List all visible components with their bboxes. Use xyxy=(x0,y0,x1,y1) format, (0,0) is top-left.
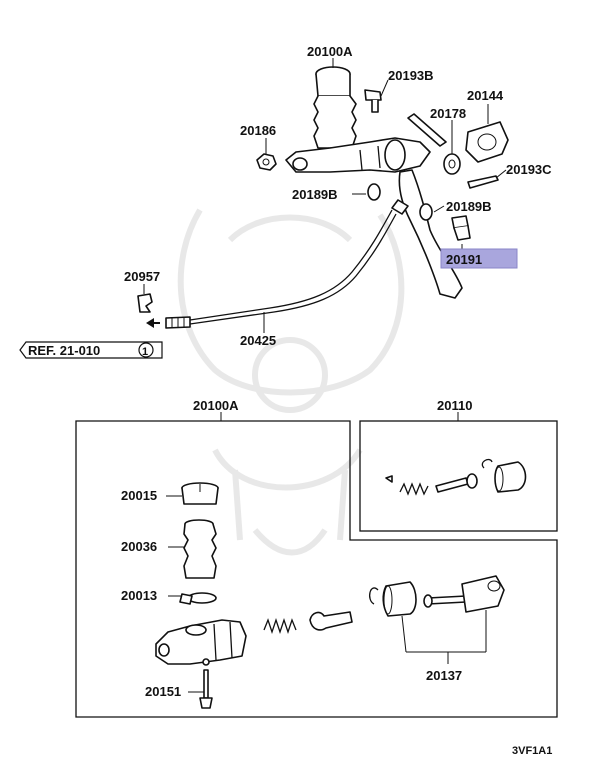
arrow-left-icon xyxy=(146,318,160,328)
highlight-20191[interactable] xyxy=(440,248,518,269)
washer-20189b-left xyxy=(367,183,381,201)
hose-20425 xyxy=(165,199,409,329)
watermark-logo xyxy=(177,208,405,556)
bushing-20178 xyxy=(443,153,461,175)
leader-lines-lower xyxy=(166,495,487,693)
clamp-20013 xyxy=(179,592,217,605)
label-20193b: 20193B xyxy=(388,68,434,83)
label-20100a-box: 20100A xyxy=(193,398,239,413)
pin-20193c xyxy=(467,175,499,189)
label-20100a-upper: 20100A xyxy=(307,44,353,59)
push-rod-assembly xyxy=(368,575,505,617)
gasket-20144 xyxy=(465,121,509,163)
boot-20036 xyxy=(183,519,217,579)
label-20151: 20151 xyxy=(145,684,181,699)
bolt-20191 xyxy=(451,215,471,241)
clip-20957 xyxy=(137,293,153,313)
repair-kit-parts xyxy=(385,458,527,496)
nut-20186 xyxy=(256,153,277,171)
label-20137: 20137 xyxy=(426,668,462,683)
bolt-20193b xyxy=(364,89,382,113)
label-20425: 20425 xyxy=(240,333,276,348)
label-20957: 20957 xyxy=(124,269,160,284)
kit-box-outline xyxy=(75,420,558,718)
label-20191[interactable]: 20191 xyxy=(446,252,482,267)
label-20189b-left: 20189B xyxy=(292,187,338,202)
label-20178: 20178 xyxy=(430,106,466,121)
label-20186: 20186 xyxy=(240,123,276,138)
master-cylinder-body xyxy=(155,619,247,665)
label-20110: 20110 xyxy=(437,398,472,413)
figure-code: 3VF1A1 xyxy=(512,745,552,757)
bleeder-20151 xyxy=(199,658,213,709)
washer-20189b-right xyxy=(419,203,433,221)
label-20036: 20036 xyxy=(121,539,157,554)
leader-lines-upper xyxy=(143,58,507,333)
label-20193c: 20193C xyxy=(506,162,552,177)
master-cylinder-upper xyxy=(285,66,431,173)
ref-text: REF. 21-010 xyxy=(28,343,100,358)
label-20144: 20144 xyxy=(467,88,504,103)
label-20015: 20015 xyxy=(121,488,157,503)
ref-circle-number: 1 xyxy=(142,346,148,358)
label-20013: 20013 xyxy=(121,588,157,603)
ref-callout[interactable]: REF. 21-010 1 xyxy=(19,341,163,359)
spring-piston xyxy=(263,611,353,635)
label-20189b-right: 20189B xyxy=(446,199,492,214)
cap-20015 xyxy=(181,482,219,505)
